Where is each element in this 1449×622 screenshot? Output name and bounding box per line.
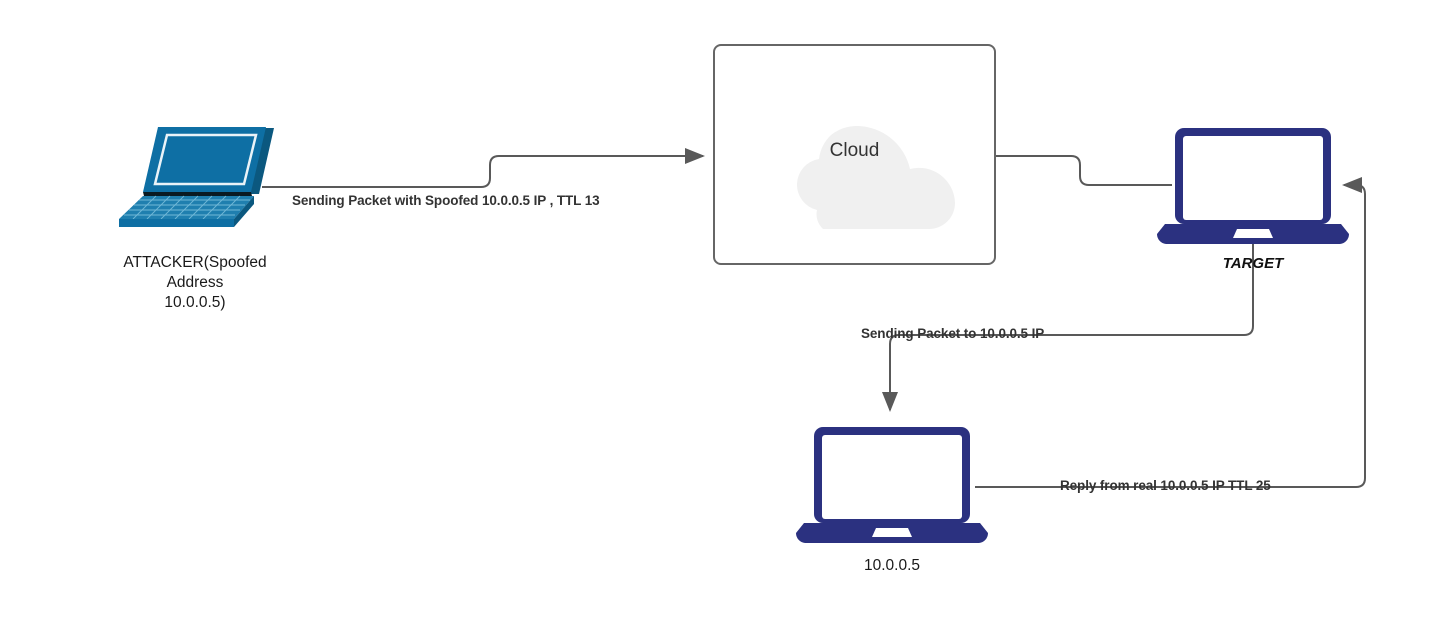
cloud-label: Cloud: [829, 140, 880, 161]
laptop-3d-icon: [119, 127, 274, 227]
target-label: TARGET: [1222, 255, 1284, 272]
victim-node[interactable]: [795, 425, 989, 545]
edge-cloud-to-target: [996, 155, 1172, 186]
edge-label-attacker-to-cloud: Sending Packet with Spoofed 10.0.0.5 IP …: [292, 193, 600, 208]
laptop-icon: [1156, 128, 1350, 244]
edge-attacker-to-cloud: [262, 148, 705, 188]
cloud-icon: [796, 125, 955, 229]
edge-label-target-to-victim: Sending Packet to 10.0.0.5 IP: [861, 326, 1045, 341]
edge-label-victim-to-target: Reply from real 10.0.0.5 IP TTL 25: [1060, 478, 1271, 493]
attacker-node[interactable]: [106, 122, 286, 232]
cloud-box-node[interactable]: Cloud: [713, 44, 996, 265]
target-node[interactable]: [1156, 126, 1350, 246]
laptop-icon: [795, 427, 989, 543]
edge-target-to-victim: [882, 237, 1254, 412]
edge-victim-to-target: [975, 177, 1366, 488]
